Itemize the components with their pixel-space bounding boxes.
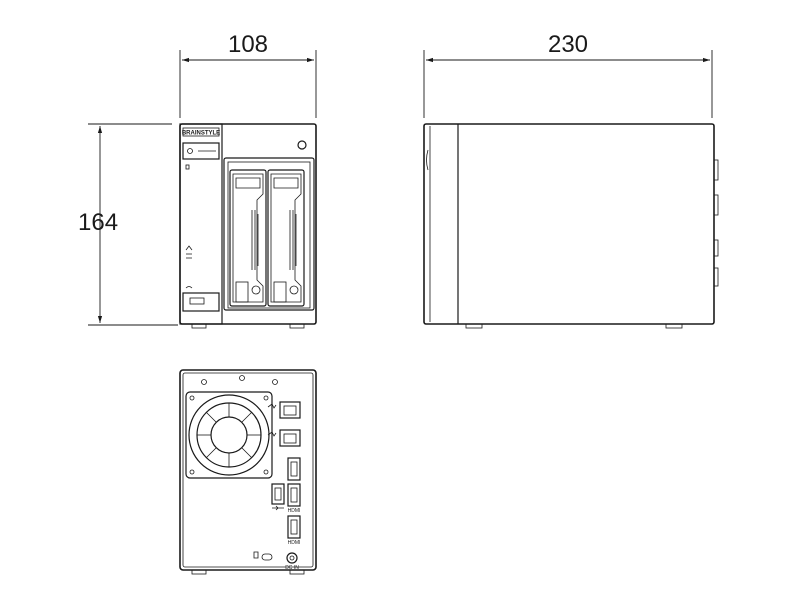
front-width-label: 108 [228, 31, 268, 58]
drive-tray-1 [229, 169, 267, 307]
rear-fan [185, 391, 273, 479]
status-led-icon [185, 164, 190, 170]
front-height-dimension: 164 [78, 123, 178, 326]
side-rear-port-4 [713, 267, 719, 287]
dc-in-port [286, 552, 298, 564]
front-foot-left [191, 323, 207, 329]
side-foot-front [465, 323, 483, 329]
drive-bay-inner [227, 161, 311, 309]
front-height-label: 164 [78, 209, 118, 236]
power-button-icon [187, 148, 193, 154]
front-one-touch-button [297, 140, 307, 150]
lan-port-2 [267, 429, 301, 447]
side-depth-label: 230 [548, 31, 588, 58]
logo-plate [182, 127, 220, 137]
tray-2-lock-icon [289, 285, 299, 295]
rear-hdmi-port-2 [287, 515, 301, 539]
rear-body [179, 369, 317, 571]
usb-icon [272, 505, 284, 511]
lan-2-icon [267, 431, 277, 437]
rear-screw-3-icon [272, 379, 278, 385]
drive-tray-2 [267, 169, 305, 307]
drive-bay-frame [223, 157, 315, 311]
front-left-bezel [179, 123, 223, 325]
rear-screw-1-icon [201, 379, 207, 385]
lock-icon [253, 551, 259, 559]
usb-copy-icon [185, 286, 193, 289]
rear-hdmi-port-1 [287, 483, 301, 507]
side-rear-port-1 [713, 159, 719, 181]
front-foot-right [289, 323, 305, 329]
kensington-slot [261, 553, 273, 561]
side-body [423, 123, 715, 325]
front-usb-port [189, 297, 205, 305]
rear-inner-border [182, 372, 314, 568]
rear-foot-left [191, 569, 207, 575]
tray-1-lock-icon [251, 285, 261, 295]
side-rear-port-2 [713, 194, 719, 216]
side-rear-port-3 [713, 239, 719, 257]
dc-in-label: DC IN [285, 565, 299, 571]
hdmi-2-label: HDMI [288, 540, 301, 546]
lan-port-1 [267, 401, 301, 419]
rear-foot-right [289, 569, 305, 575]
hdmi-1-label: HDMI [288, 508, 301, 514]
side-foot-rear [665, 323, 683, 329]
network-led-icon [185, 245, 193, 259]
brand-logo: BRAINSTYLE [182, 131, 220, 137]
front-width-dimension: 108 [179, 31, 317, 118]
front-top-button-panel [182, 142, 220, 160]
side-view: 230 [423, 31, 719, 329]
front-usb-panel [182, 292, 220, 312]
rear-screw-2-icon [239, 375, 245, 381]
rear-view: HDMI HDMI DC IN [179, 369, 317, 575]
front-view: 108 164 BRAINSTYLE [78, 31, 317, 329]
rear-usb-port [271, 483, 285, 505]
lan-1-icon [267, 403, 277, 409]
side-depth-dimension: 230 [423, 31, 713, 118]
rear-esata-port [287, 457, 301, 481]
